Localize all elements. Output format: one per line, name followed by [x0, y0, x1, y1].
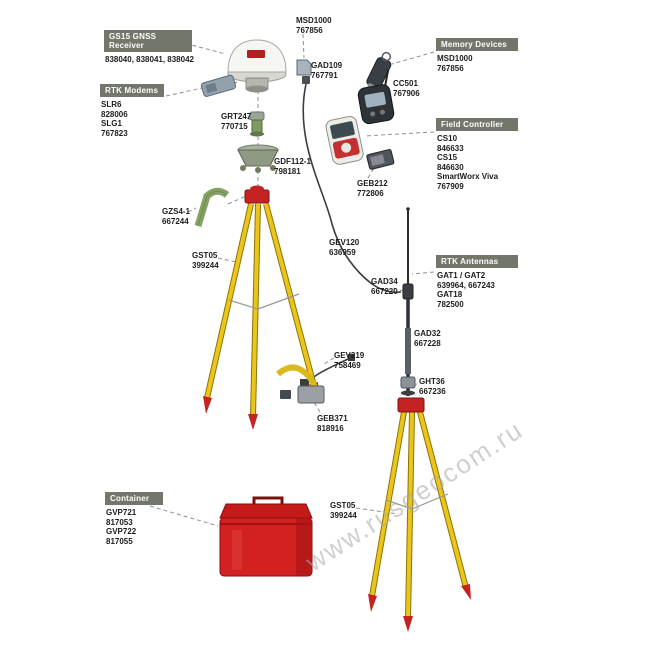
part-code: 667220: [371, 286, 398, 296]
group-body-rtk-modems: SLR6 828006 SLG1 767823: [101, 100, 128, 138]
group-box-field-controller: Field Controller CS10 846633 CS15 846630…: [436, 118, 518, 191]
group-box-rtk-modems: RTK Modems SLR6 828006 SLG1 767823: [100, 84, 164, 138]
group-body-memory-devices: MSD1000 767856: [437, 54, 473, 73]
part-label-gev219: GEV219 758469: [334, 351, 364, 370]
group-box-gs15: GS15 GNSS Receiver 838040, 838041, 83804…: [104, 30, 194, 65]
gnss-receiver-dome-art: [227, 39, 287, 93]
tripod-right-art: [368, 397, 471, 632]
part-code: 399244: [192, 260, 219, 270]
part-label-gad32: GAD32 667228: [414, 329, 441, 348]
group-box-rtk-antennas: RTK Antennas GAT1 / GAT2 639964, 667243 …: [436, 255, 518, 309]
part-code: 767906: [393, 88, 420, 98]
part-name: GHT36: [419, 377, 445, 386]
part-label-gad109: GAD109 767791: [311, 61, 342, 80]
group-box-memory-devices: Memory Devices MSD1000 767856: [436, 38, 518, 73]
part-label-gev120: GEV120 636959: [329, 238, 359, 257]
part-code: 767856: [296, 25, 323, 35]
group-body-rtk-antennas: GAT1 / GAT2 639964, 667243 GAT18 782500: [437, 271, 495, 309]
part-name: GAD109: [311, 61, 343, 70]
part-label-ght36: GHT36 667236: [419, 377, 446, 396]
part-code: 770715: [221, 121, 248, 131]
part-label-geb212: GEB212 772806: [357, 179, 388, 198]
part-code: 399244: [330, 510, 357, 520]
part-code: 667228: [414, 338, 441, 348]
group-title-memory-devices: Memory Devices: [436, 38, 518, 51]
part-label-geb371: GEB371 818916: [317, 414, 348, 433]
container-case-art: [219, 496, 313, 577]
part-name: GST05: [330, 501, 356, 510]
group-title-field-controller: Field Controller: [436, 118, 518, 131]
part-name: GEV219: [334, 351, 365, 360]
field-controller-device-art: [325, 115, 364, 165]
part-name: GAD32: [414, 329, 441, 338]
part-code: 798181: [274, 166, 301, 176]
part-name: GEV120: [329, 238, 360, 247]
group-body-gs15: 838040, 838041, 838042: [105, 55, 194, 64]
part-name: GRT247: [221, 112, 252, 121]
part-code: 818916: [317, 423, 344, 433]
gzs4-carrier-art: [194, 187, 230, 228]
part-name: GEB212: [357, 179, 388, 188]
part-label-gdf112: GDF112-1 798181: [274, 157, 311, 176]
part-label-gad34: GAD34 667220: [371, 277, 398, 296]
part-code: 667236: [419, 386, 446, 396]
part-label-grt247: GRT247 770715: [221, 112, 251, 131]
group-title-container: Container: [105, 492, 163, 505]
part-label-gzs4: GZS4-1 667244: [162, 207, 190, 226]
sd-card-art: [296, 59, 312, 76]
group-title-rtk-modems: RTK Modems: [100, 84, 164, 97]
part-code: 758469: [334, 360, 361, 370]
gad109-connector-art: [302, 76, 310, 84]
part-name: GST05: [192, 251, 218, 260]
part-label-cc501: CC501 767906: [393, 79, 420, 98]
tribrach-art: [237, 144, 279, 173]
antenna-pole-art: [400, 207, 416, 396]
gev120-cable-art: [302, 83, 402, 294]
part-code: 767791: [311, 70, 338, 80]
group-body-container: GVP721 817053 GVP722 817055: [106, 508, 137, 546]
part-code: 667244: [162, 216, 189, 226]
part-code: 636959: [329, 247, 356, 257]
part-label-msd1000: MSD1000 767856: [296, 16, 332, 35]
cc501-device-art: [357, 69, 395, 125]
part-label-gst05-right: GST05 399244: [330, 501, 357, 520]
group-box-container: Container GVP721 817053 GVP722 817055: [105, 492, 163, 546]
part-name: GZS4-1: [162, 207, 191, 216]
group-title-rtk-antennas: RTK Antennas: [436, 255, 518, 268]
group-body-field-controller: CS10 846633 CS15 846630 SmartWorx Viva 7…: [437, 134, 499, 191]
part-name: GEB371: [317, 414, 348, 423]
geb371-holder-art: [276, 364, 325, 404]
part-code: 772806: [357, 188, 384, 198]
part-name: CC501: [393, 79, 418, 88]
geb212-battery-art: [366, 149, 395, 170]
part-name: GDF112-1: [274, 157, 311, 166]
part-name: GAD34: [371, 277, 398, 286]
group-title-gs15: GS15 GNSS Receiver: [104, 30, 192, 52]
rtk-modem-art: [200, 74, 237, 97]
part-name: MSD1000: [296, 16, 332, 25]
part-label-gst05-left: GST05 399244: [192, 251, 219, 270]
grt247-adapter-art: [249, 111, 265, 137]
